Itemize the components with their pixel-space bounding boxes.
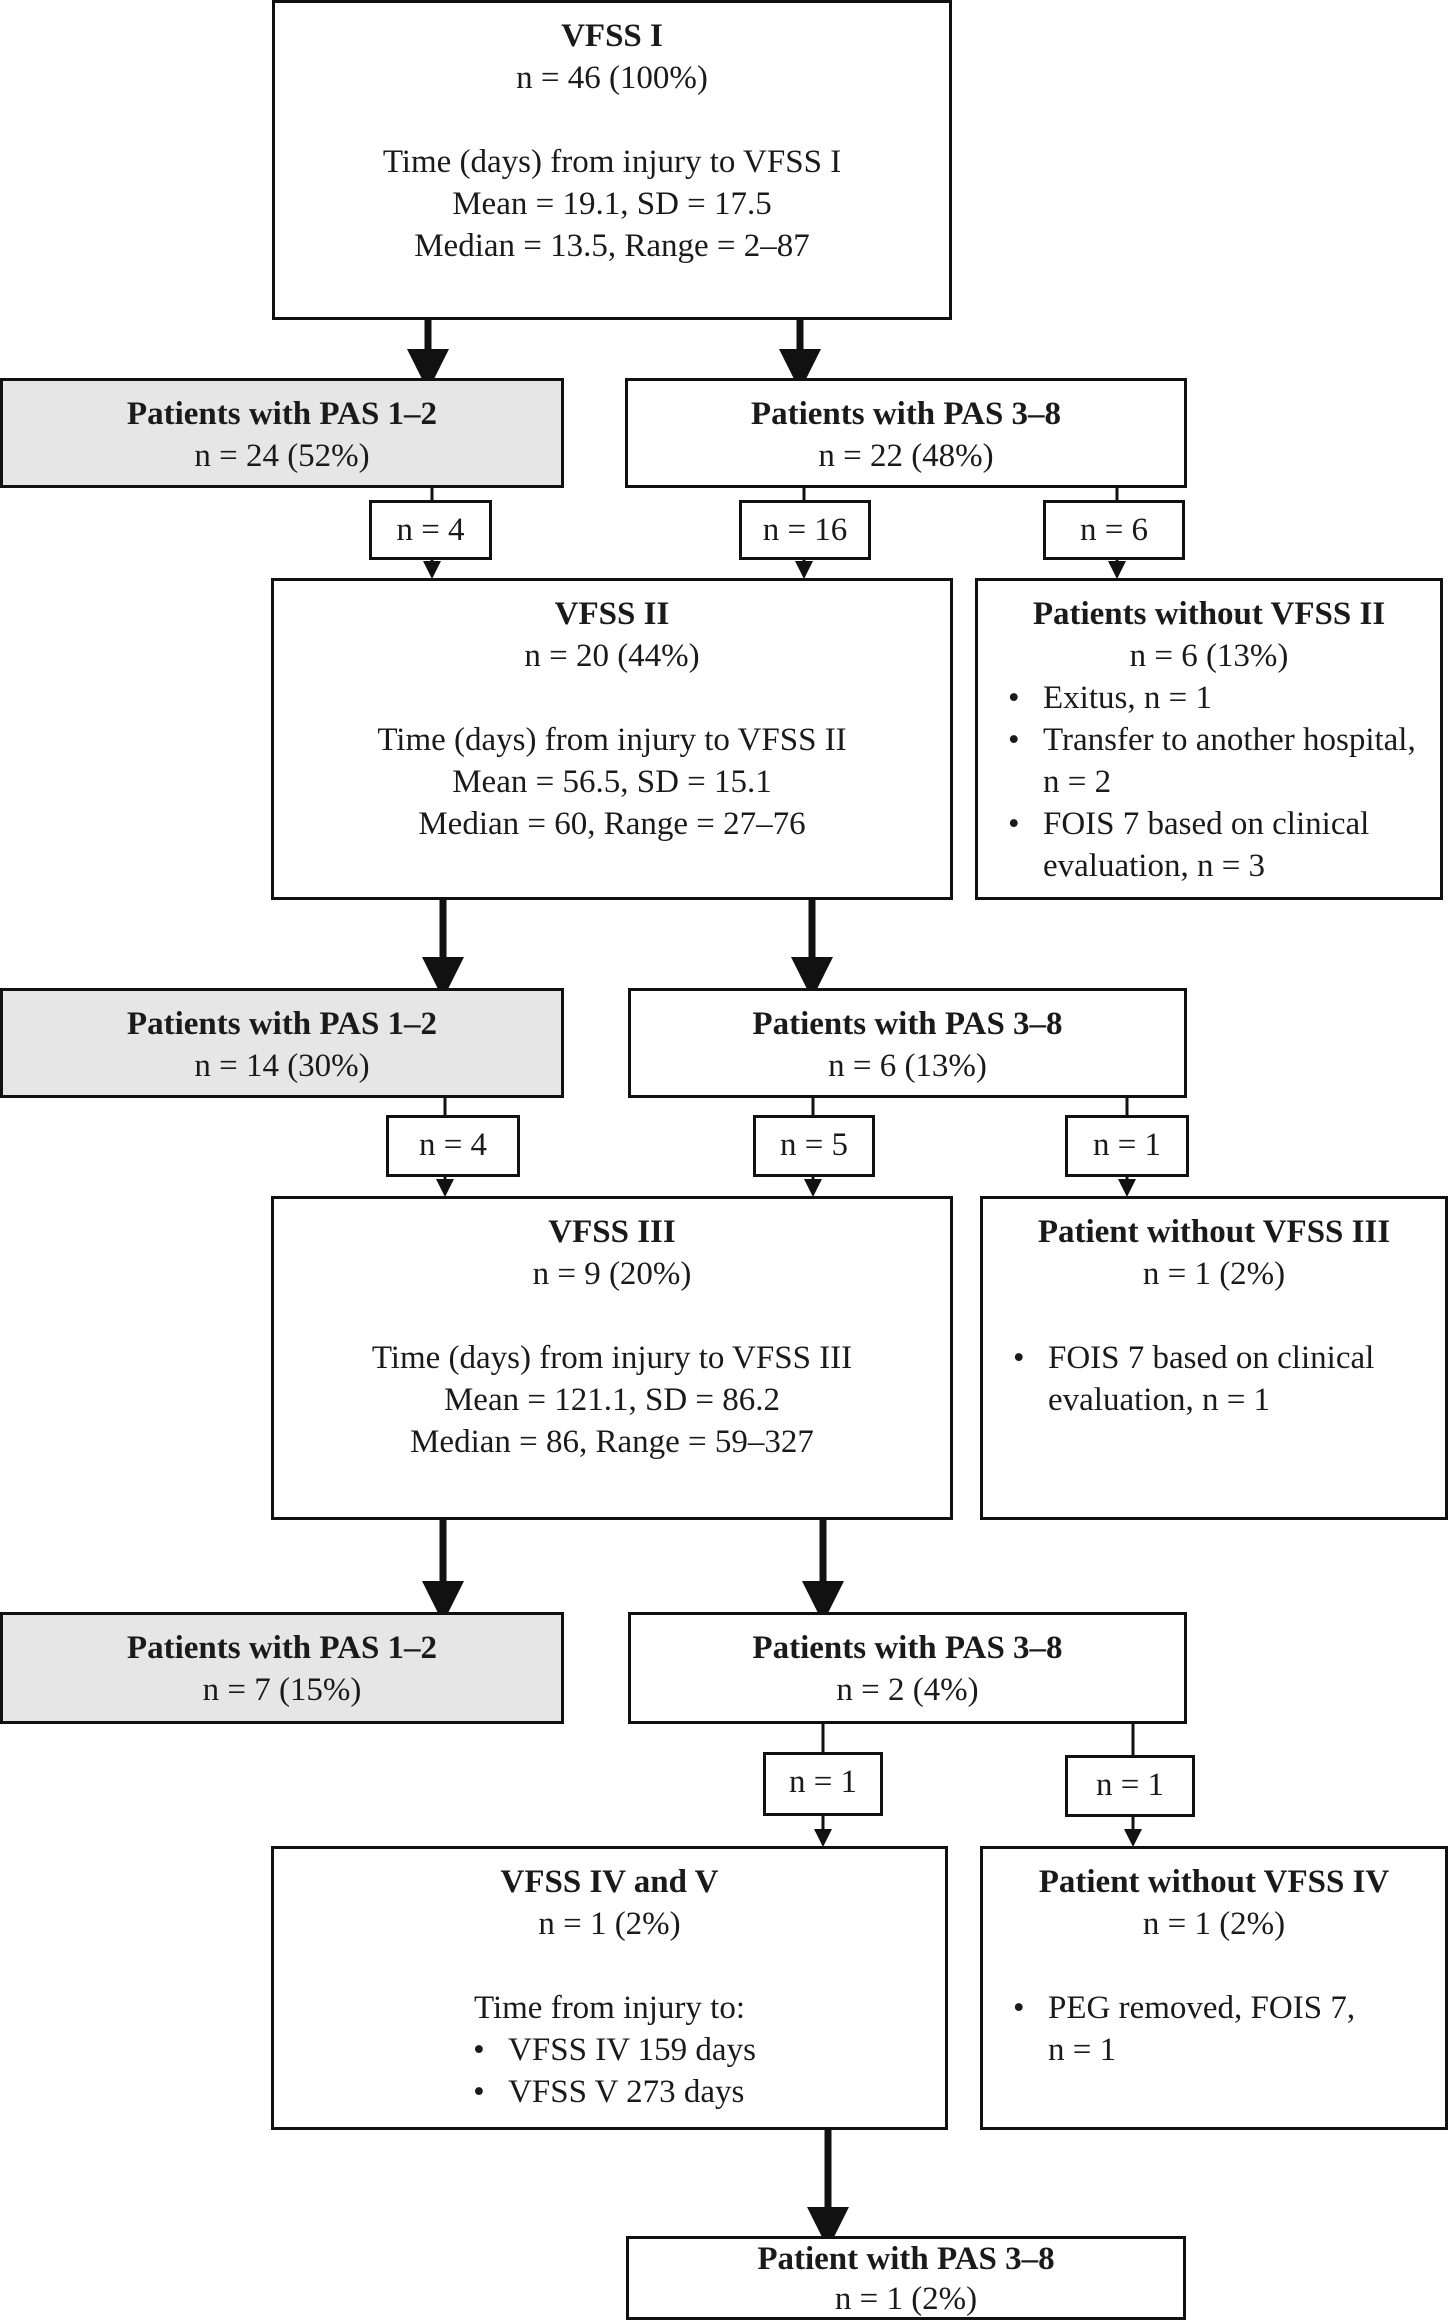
without-vfss4-box: Patient without VFSS IV n = 1 (2%) PEG r… bbox=[980, 1846, 1448, 2130]
row1-pas12-n: n = 24 (52%) bbox=[194, 438, 370, 474]
without-vfss2-title: Patients without VFSS II bbox=[1032, 596, 1386, 632]
vfss45-box: VFSS IV and V n = 1 (2%) Time from injur… bbox=[271, 1846, 948, 2130]
row2-pas38-title: Patients with PAS 3–8 bbox=[752, 1006, 1063, 1042]
without-vfss4-title: Patient without VFSS IV bbox=[1038, 1864, 1390, 1900]
row3-pas12-title: Patients with PAS 1–2 bbox=[126, 1630, 438, 1666]
row3-branch-c: n = 1 bbox=[1065, 1755, 1195, 1817]
final-title: Patient with PAS 3–8 bbox=[757, 2241, 1055, 2277]
vfss1-title: VFSS I bbox=[561, 18, 663, 54]
row3-branch-b: n = 1 bbox=[763, 1752, 883, 1816]
without-vfss2-item: FOIS 7 based on clinical evaluation, n =… bbox=[998, 803, 1432, 887]
without-vfss3-n: n = 1 (2%) bbox=[1142, 1256, 1286, 1292]
row2-branch-b: n = 5 bbox=[753, 1115, 875, 1177]
row1-pas38-n: n = 22 (48%) bbox=[818, 438, 994, 474]
row2-pas12-title: Patients with PAS 1–2 bbox=[126, 1006, 438, 1042]
row3-pas38-box: Patients with PAS 3–8 n = 2 (4%) bbox=[628, 1612, 1187, 1724]
row1-branch-b: n = 16 bbox=[739, 500, 871, 560]
vfss1-time-label: Time (days) from injury to VFSS I bbox=[382, 144, 842, 180]
vfss45-title: VFSS IV and V bbox=[500, 1864, 719, 1900]
row1-branch-c: n = 6 bbox=[1043, 500, 1185, 560]
final-box: Patient with PAS 3–8 n = 1 (2%) bbox=[626, 2236, 1186, 2320]
without-vfss4-n: n = 1 (2%) bbox=[1142, 1906, 1286, 1942]
vfss2-median-range: Median = 60, Range = 27–76 bbox=[418, 806, 806, 842]
row1-branch-a: n = 4 bbox=[369, 500, 492, 560]
without-vfss2-box: Patients without VFSS II n = 6 (13%) Exi… bbox=[975, 578, 1443, 900]
vfss2-box: VFSS II n = 20 (44%) Time (days) from in… bbox=[271, 578, 953, 900]
row2-pas38-n: n = 6 (13%) bbox=[828, 1048, 987, 1084]
row2-branch-a: n = 4 bbox=[386, 1115, 520, 1177]
vfss3-n: n = 9 (20%) bbox=[532, 1256, 692, 1292]
row2-pas12-box: Patients with PAS 1–2 n = 14 (30%) bbox=[0, 988, 564, 1098]
row3-pas12-box: Patients with PAS 1–2 n = 7 (15%) bbox=[0, 1612, 564, 1724]
vfss3-median-range: Median = 86, Range = 59–327 bbox=[410, 1424, 814, 1460]
vfss1-mean-sd: Mean = 19.1, SD = 17.5 bbox=[452, 186, 772, 222]
without-vfss4-item: PEG removed, FOIS 7, n = 1 bbox=[1003, 1987, 1365, 2071]
row3-pas38-title: Patients with PAS 3–8 bbox=[752, 1630, 1063, 1666]
vfss3-time-label: Time (days) from injury to VFSS III bbox=[371, 1340, 853, 1376]
vfss45-item: VFSS IV 159 days bbox=[463, 2029, 756, 2071]
vfss3-box: VFSS III n = 9 (20%) Time (days) from in… bbox=[271, 1196, 953, 1520]
final-n: n = 1 (2%) bbox=[834, 2281, 978, 2317]
without-vfss3-title: Patient without VFSS III bbox=[1037, 1214, 1391, 1250]
vfss3-mean-sd: Mean = 121.1, SD = 86.2 bbox=[443, 1382, 781, 1418]
row2-branch-c: n = 1 bbox=[1065, 1115, 1189, 1177]
row2-pas12-n: n = 14 (30%) bbox=[194, 1048, 370, 1084]
vfss1-median-range: Median = 13.5, Range = 2–87 bbox=[414, 228, 810, 264]
vfss1-box: VFSS I n = 46 (100%) Time (days) from in… bbox=[272, 0, 952, 320]
row1-pas38-title: Patients with PAS 3–8 bbox=[750, 396, 1062, 432]
row1-pas12-title: Patients with PAS 1–2 bbox=[126, 396, 438, 432]
row1-pas38-box: Patients with PAS 3–8 n = 22 (48%) bbox=[625, 378, 1187, 488]
without-vfss2-item: Exitus, n = 1 bbox=[998, 677, 1432, 719]
without-vfss2-n: n = 6 (13%) bbox=[1129, 638, 1289, 674]
vfss2-n: n = 20 (44%) bbox=[524, 638, 700, 674]
vfss45-time-label: Time from injury to: bbox=[473, 1990, 746, 2026]
vfss2-time-label: Time (days) from injury to VFSS II bbox=[377, 722, 847, 758]
row1-pas12-box: Patients with PAS 1–2 n = 24 (52%) bbox=[0, 378, 564, 488]
row2-pas38-box: Patients with PAS 3–8 n = 6 (13%) bbox=[628, 988, 1187, 1098]
vfss3-title: VFSS III bbox=[548, 1214, 676, 1250]
without-vfss2-item: Transfer to another hospital, n = 2 bbox=[998, 719, 1432, 803]
vfss2-mean-sd: Mean = 56.5, SD = 15.1 bbox=[452, 764, 772, 800]
without-vfss3-item: FOIS 7 based on clinical evaluation, n =… bbox=[1003, 1337, 1437, 1421]
without-vfss3-box: Patient without VFSS III n = 1 (2%) FOIS… bbox=[980, 1196, 1448, 1520]
row3-pas38-n: n = 2 (4%) bbox=[836, 1672, 979, 1708]
vfss2-title: VFSS II bbox=[554, 596, 670, 632]
vfss45-item: VFSS V 273 days bbox=[463, 2071, 756, 2113]
row3-pas12-n: n = 7 (15%) bbox=[202, 1672, 362, 1708]
vfss1-n: n = 46 (100%) bbox=[516, 60, 708, 96]
vfss45-n: n = 1 (2%) bbox=[538, 1906, 681, 1942]
